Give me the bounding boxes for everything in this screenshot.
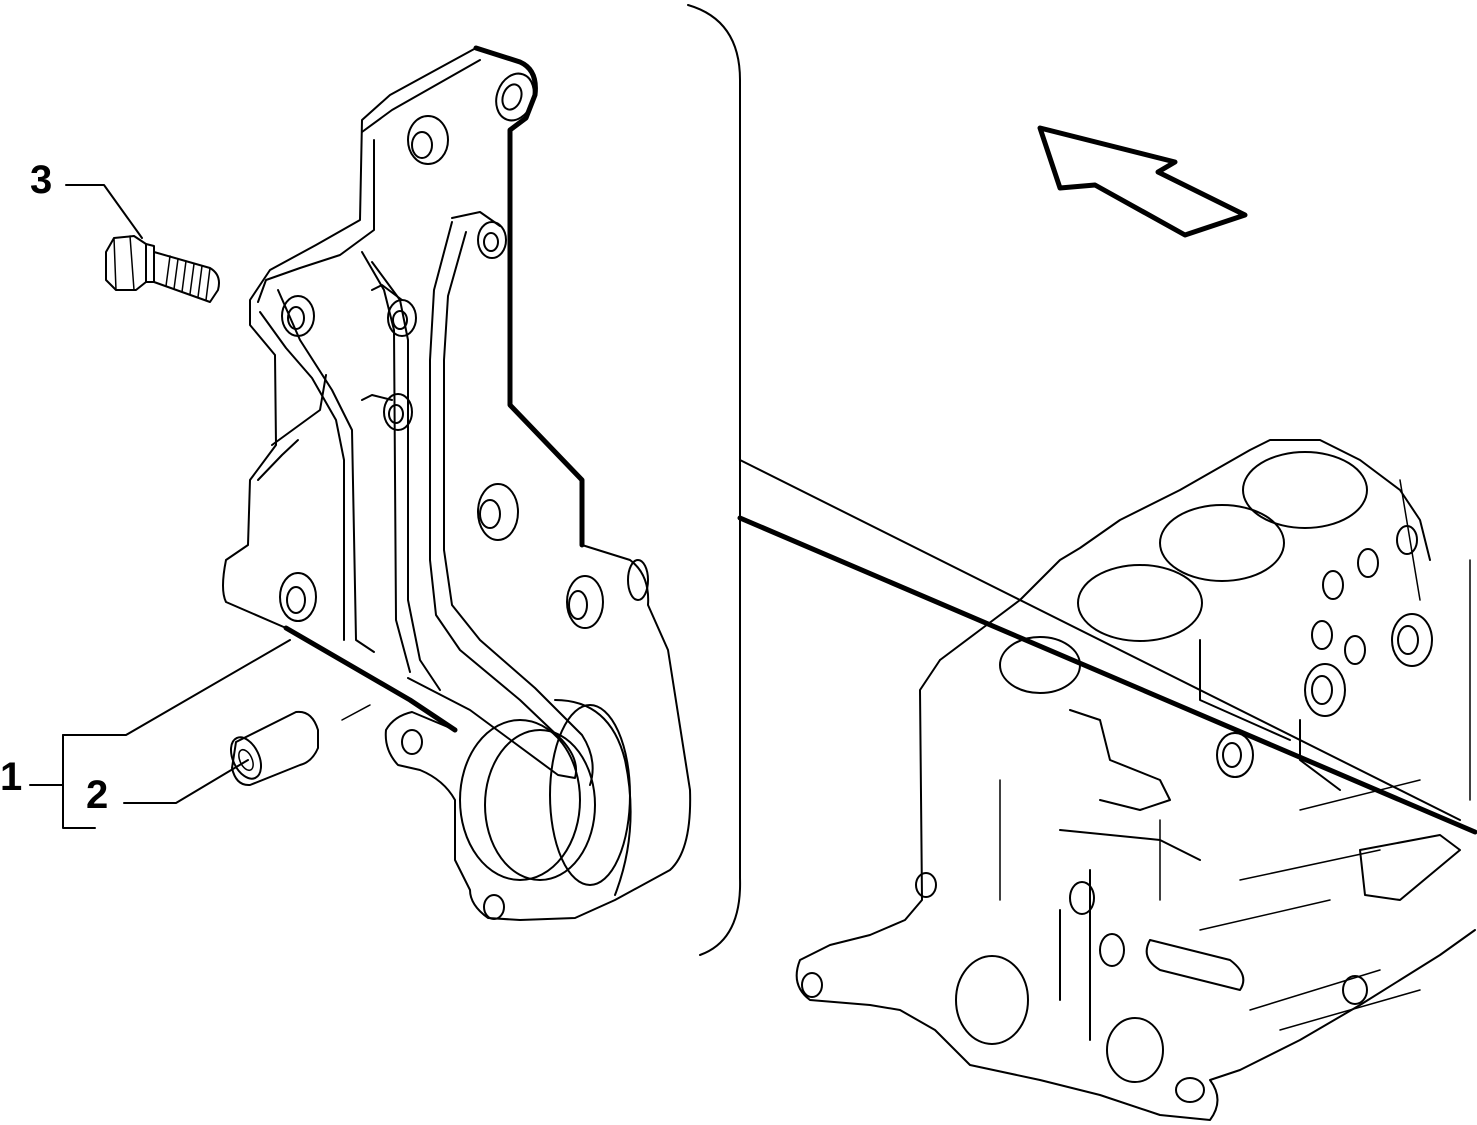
callout-2-leader <box>123 759 249 804</box>
bushing-sleeve-icon <box>229 704 371 787</box>
callout-3: 3 <box>30 158 143 239</box>
detail-frame <box>687 4 1477 956</box>
callout-1-leader <box>62 639 291 736</box>
callout-2-number: 2 <box>86 773 108 817</box>
callout-2: 2 <box>86 759 249 817</box>
flange-bolt-icon <box>105 235 220 303</box>
callout-1-number: 1 <box>0 755 22 799</box>
engine-block-icon <box>795 439 1476 1121</box>
callout-1: 1 <box>0 639 291 829</box>
callout-3-leader <box>65 184 143 239</box>
engine-cover-plate-icon <box>222 45 692 921</box>
view-direction-arrow-icon <box>1037 125 1248 238</box>
callout-3-number: 3 <box>30 158 52 202</box>
